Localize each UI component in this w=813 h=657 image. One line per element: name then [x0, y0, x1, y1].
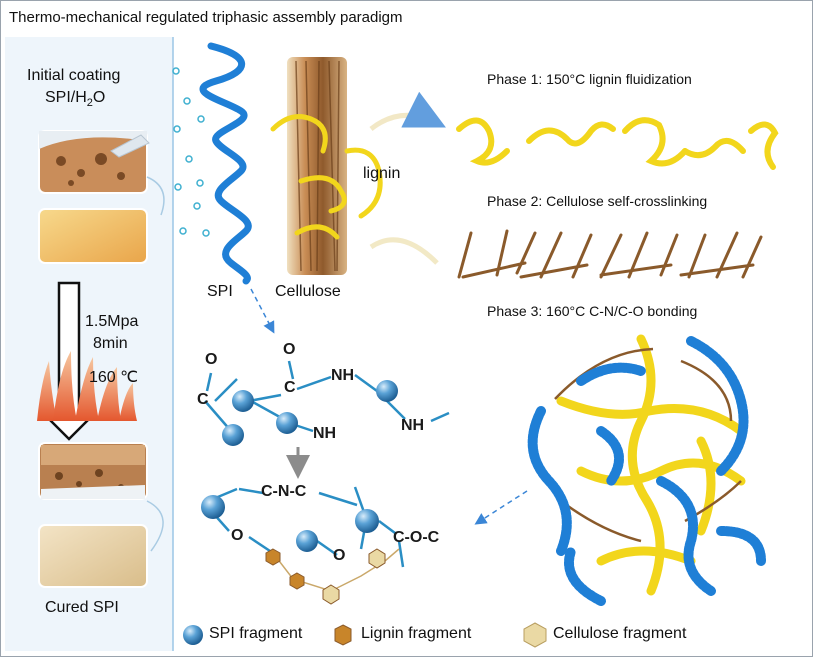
atom-o-4: O — [333, 547, 346, 564]
legend-sphere-icon — [183, 625, 203, 645]
phase1-lignin-chains — [456, 117, 779, 170]
phase-3-label: Phase 3: 160°C C-N/C-O bonding — [487, 303, 698, 319]
legend-cellulose-hexagon-icon — [523, 622, 547, 648]
connector-curve-2 — [146, 500, 164, 552]
phase1-arrow — [369, 91, 446, 131]
atom-nh-3: NH — [401, 417, 425, 434]
atom-nh-1: NH — [331, 367, 355, 384]
legend-spi-label: SPI fragment — [209, 625, 303, 642]
phase-2-label: Phase 2: Cellulose self-crosslinking — [487, 193, 708, 209]
spi-h2o-label: SPI/H2O — [45, 89, 106, 110]
atom-nh-2: NH — [313, 425, 337, 442]
cured-spi-image — [38, 524, 148, 588]
molecule-bottom-chain — [272, 548, 400, 592]
spi-to-molecule-arrow — [250, 288, 275, 334]
time-label: 8min — [93, 335, 128, 352]
temperature-label: 160 ℃ — [89, 369, 139, 386]
pressed-wood-image — [38, 442, 148, 500]
hexagon-icon — [265, 548, 386, 605]
cellulose-bundle — [270, 57, 383, 275]
bond-coc: C-O-C — [393, 529, 440, 546]
atom-o-1: O — [205, 351, 218, 368]
legend-cellulose-label: Cellulose fragment — [553, 625, 687, 642]
phase2-cellulose-sticks — [457, 229, 763, 279]
cellulose-label: Cellulose — [275, 283, 341, 300]
atom-c-1: C — [197, 391, 209, 408]
lignin-label: lignin — [363, 165, 401, 182]
initial-coating-label: Initial coating — [27, 67, 121, 84]
water-droplets — [172, 67, 210, 237]
pressure-label: 1.5Mpa — [85, 313, 139, 330]
atom-c-2: C — [284, 379, 296, 396]
legend-lignin-label: Lignin fragment — [361, 625, 472, 642]
spi-label: SPI — [207, 283, 233, 300]
flame-icon — [37, 351, 137, 421]
sphere-icon — [222, 380, 398, 446]
bond-cnc: C-N-C — [261, 483, 307, 500]
phase-1-label: Phase 1: 150°C lignin fluidization — [487, 71, 692, 87]
molecule-top-bonds — [204, 360, 450, 433]
initial-coating-image — [38, 130, 150, 194]
spi-helix — [199, 42, 252, 285]
network-arrow — [474, 490, 528, 525]
coated-layer-image — [38, 208, 148, 264]
diagram-title: Thermo-mechanical regulated triphasic as… — [9, 9, 403, 26]
connector-curve-1 — [146, 176, 165, 216]
atom-o-3: O — [231, 527, 244, 544]
atom-o-2: O — [283, 341, 296, 358]
phase3-network — [527, 334, 766, 606]
legend-lignin-hexagon-icon — [334, 624, 352, 646]
cured-spi-label: Cured SPI — [45, 599, 119, 616]
sphere-icon — [201, 495, 379, 552]
phase2-arrow — [369, 237, 439, 265]
